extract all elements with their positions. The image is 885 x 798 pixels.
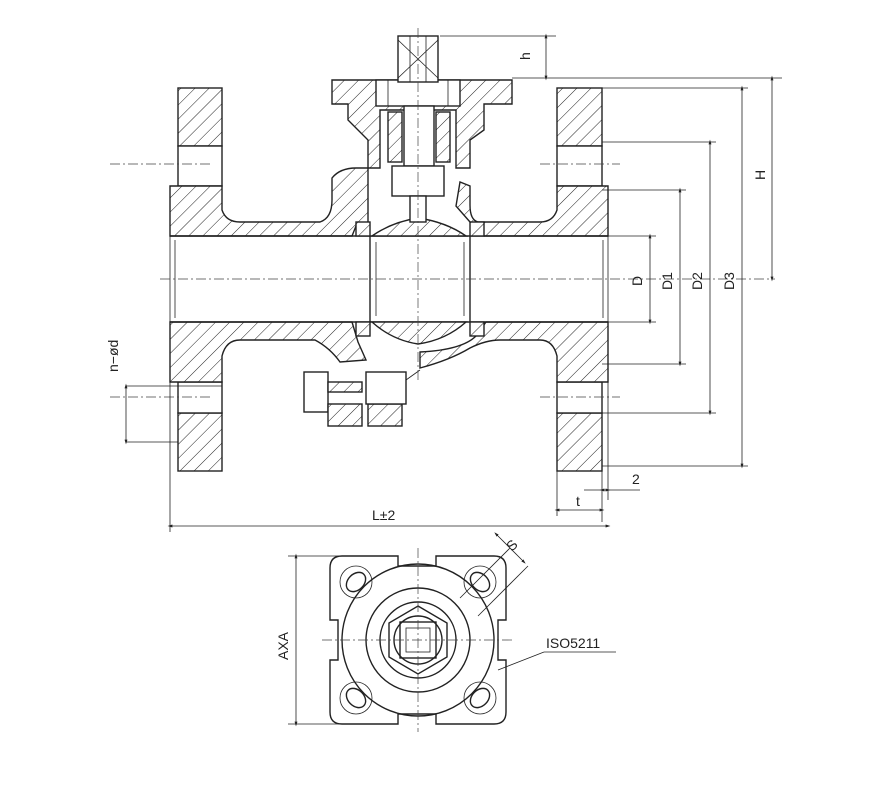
left-flange [169,87,223,472]
dim-H-label: H [752,170,768,180]
dim-S-label: S [503,536,521,554]
dim-t-label: t [576,493,580,509]
dimensions [124,33,782,532]
stem [387,35,451,223]
bottom-bolt [303,369,421,427]
valve-section-view [110,28,775,472]
body-upper-right [455,181,609,237]
dim-n-d-label: n−ød [105,340,121,372]
body-lower [169,321,368,383]
body-lower-right [419,321,609,383]
ball [369,217,471,345]
body-upper [169,167,369,237]
iso5211-label: ISO5211 [546,635,600,651]
dim-D2-label: D2 [689,272,705,290]
dim-AXA-label: AXA [275,631,291,660]
dim-D3-label: D3 [721,272,737,290]
dim-h-label: h [517,52,533,60]
dim-L-label: L±2 [372,507,395,523]
dim-D1-label: D1 [659,272,675,290]
right-flange [556,87,609,472]
seats [355,221,485,337]
mounting-pad-top-view [288,532,616,732]
dim-2-label: 2 [632,471,640,487]
dim-D-label: D [629,276,645,286]
